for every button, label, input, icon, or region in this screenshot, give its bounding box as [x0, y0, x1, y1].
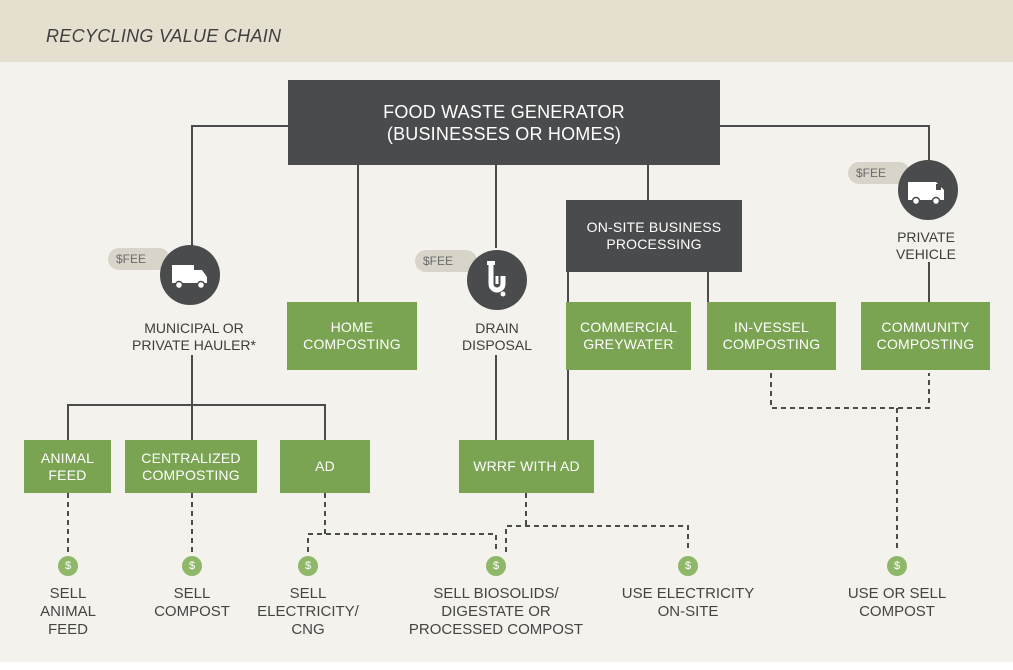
in-vessel-composting-box: IN-VESSEL COMPOSTING	[707, 302, 836, 370]
drain-pipe-icon	[467, 250, 527, 310]
onsite-processing-box: ON-SITE BUSINESS PROCESSING	[566, 200, 742, 272]
dollar-coin-icon: $	[678, 556, 698, 576]
drain-fee-pill: $FEE	[415, 250, 477, 272]
outcome-use-or-sell-compost: USE OR SELL COMPOST	[847, 585, 947, 620]
dollar-coin-icon: $	[58, 556, 78, 576]
drain-label: DRAIN DISPOSAL	[461, 320, 533, 353]
home-composting-box: HOME COMPOSTING	[287, 302, 417, 370]
centralized-composting-box: CENTRALIZED COMPOSTING	[125, 440, 257, 493]
outcome-sell-compost: SELL COMPOST	[154, 585, 230, 620]
bottom-edge	[0, 662, 1013, 670]
header-band: RECYCLING VALUE CHAIN	[0, 0, 1013, 62]
community-composting-box: COMMUNITY COMPOSTING	[861, 302, 990, 370]
outcome-sell-electricity: SELL ELECTRICITY/ CNG	[257, 585, 359, 638]
dollar-coin-icon: $	[887, 556, 907, 576]
animal-feed-box: ANIMAL FEED	[24, 440, 111, 493]
outcome-sell-animal-feed: SELL ANIMAL FEED	[40, 585, 96, 638]
outcome-use-electricity: USE ELECTRICITY ON-SITE	[621, 585, 755, 620]
van-icon	[898, 160, 958, 220]
commercial-greywater-box: COMMERCIAL GREYWATER	[566, 302, 691, 370]
page-title: RECYCLING VALUE CHAIN	[46, 26, 282, 46]
dollar-coin-icon: $	[298, 556, 318, 576]
vehicle-fee-pill: $FEE	[848, 162, 910, 184]
hauler-fee-pill: $FEE	[108, 248, 170, 270]
dollar-coin-icon: $	[486, 556, 506, 576]
wrrf-box: WRRF WITH AD	[459, 440, 594, 493]
ad-box: AD	[280, 440, 370, 493]
vehicle-label: PRIVATE VEHICLE	[896, 229, 956, 262]
truck-icon	[160, 245, 220, 305]
hauler-label: MUNICIPAL OR PRIVATE HAULER*	[132, 320, 256, 353]
food-waste-generator-box: FOOD WASTE GENERATOR (BUSINESSES OR HOME…	[288, 80, 720, 165]
outcome-sell-biosolids: SELL BIOSOLIDS/ DIGESTATE OR PROCESSED C…	[408, 585, 584, 638]
dollar-coin-icon: $	[182, 556, 202, 576]
